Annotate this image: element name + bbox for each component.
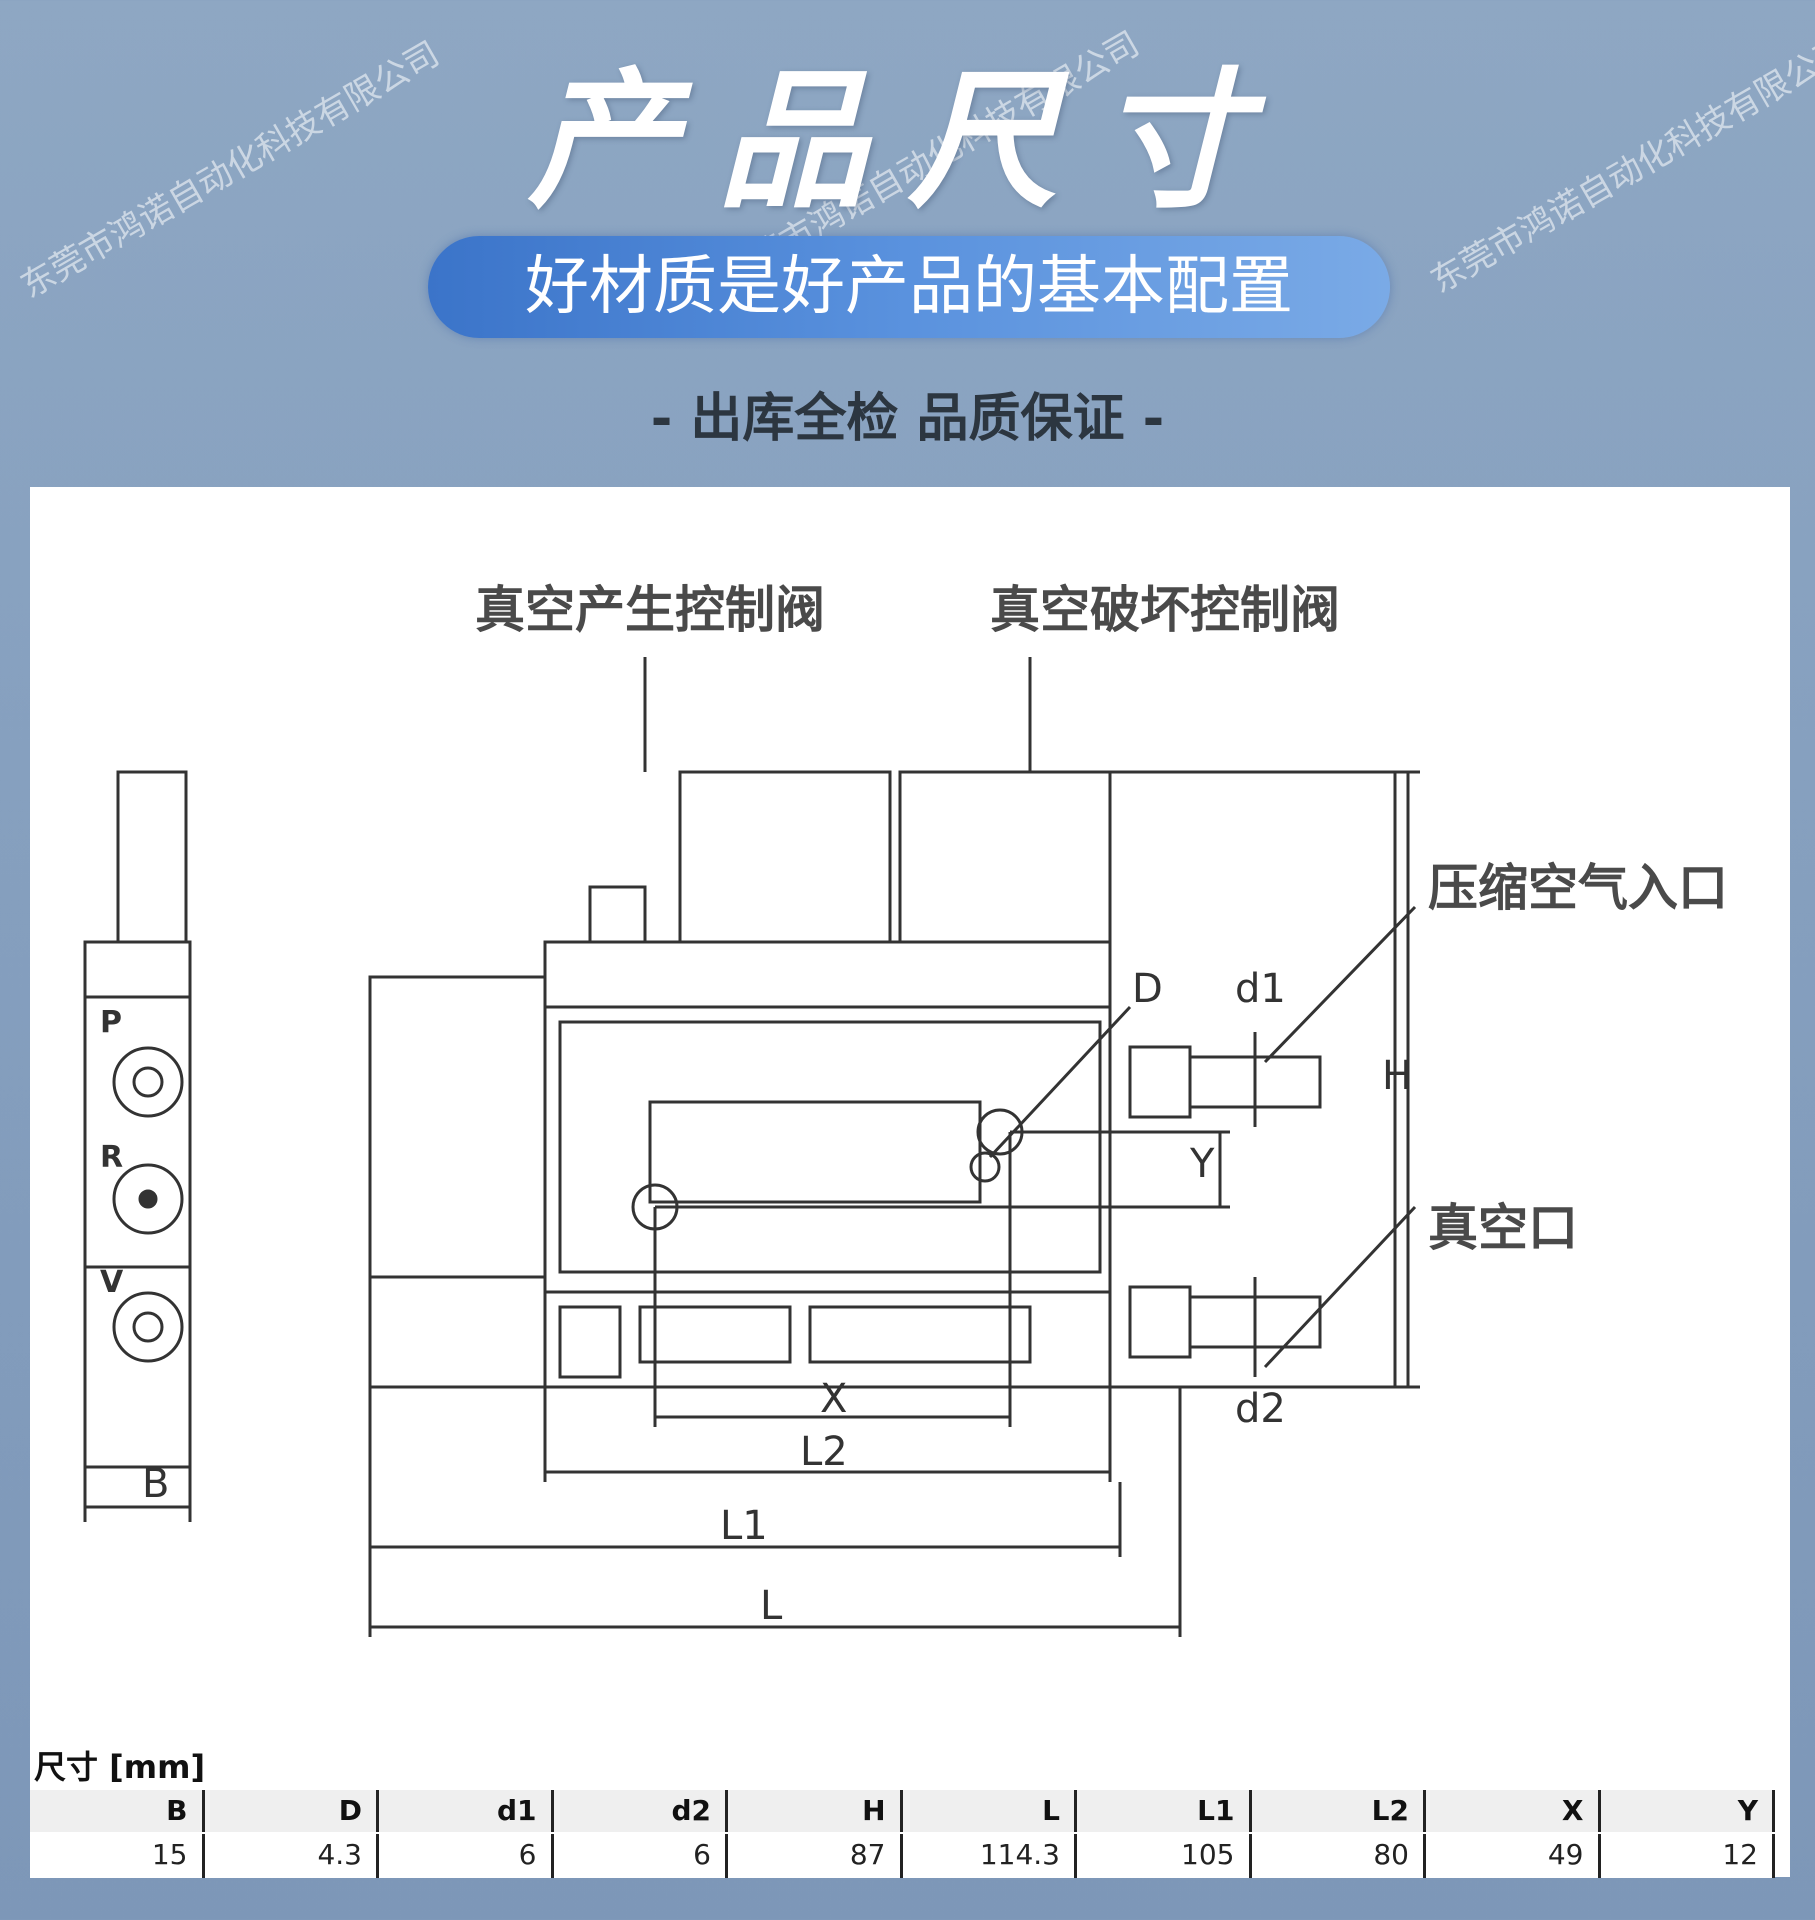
value-cell: 87 (728, 1834, 903, 1878)
dimension-drawing-panel: 真空产生控制阀 真空破坏控制阀 压缩空气入口 真空口 P R V B X L2 … (30, 487, 1790, 1877)
header-cell: L (903, 1790, 1077, 1832)
page-subtitle: - 出库全检 品质保证 - (650, 389, 1165, 449)
port-p-label: P (100, 1005, 122, 1040)
header-cell: d1 (379, 1790, 554, 1832)
port-r-circle (112, 1163, 184, 1235)
dim-label-y: Y (1189, 1141, 1215, 1187)
value-cell: 4.3 (205, 1834, 379, 1878)
value-cell: 105 (1077, 1834, 1252, 1878)
value-cell: 80 (1252, 1834, 1426, 1878)
slogan-banner: 好材质是好产品的基本配置 (428, 236, 1390, 338)
header-cell: D (205, 1790, 379, 1832)
header-cell: B (30, 1790, 205, 1832)
header-cell: H (728, 1790, 903, 1832)
value-cell: 6 (379, 1834, 554, 1878)
header-cell: Y (1601, 1790, 1775, 1832)
label-vacuum-port: 真空口 (1428, 1199, 1578, 1257)
dim-label-l2: L2 (800, 1429, 848, 1475)
table-row: 15 4.3 6 6 87 114.3 105 80 49 12 (30, 1834, 1775, 1878)
table-title: 尺寸 [mm] (34, 1748, 206, 1786)
dim-label-d2: d2 (1235, 1386, 1286, 1432)
port-v-circle (112, 1291, 184, 1363)
value-cell: 114.3 (903, 1834, 1077, 1878)
dim-label-b: B (142, 1461, 169, 1507)
dimension-drawing: 真空产生控制阀 真空破坏控制阀 压缩空气入口 真空口 P R V B X L2 … (83, 581, 1728, 1637)
label-vacuum-generate-valve: 真空产生控制阀 (475, 581, 825, 639)
header-cell: d2 (554, 1790, 728, 1832)
dim-label-d: D (1132, 966, 1163, 1012)
main-block (543, 940, 1112, 1294)
label-air-inlet: 压缩空气入口 (1428, 859, 1728, 917)
header-cell: L1 (1077, 1790, 1252, 1832)
header-cell: L2 (1252, 1790, 1426, 1832)
port-p-circle (112, 1046, 184, 1118)
vacuum-break-valve (898, 770, 1112, 944)
vacuum-generate-valve (678, 770, 892, 944)
port-v-label: V (100, 1265, 124, 1300)
value-cell: 6 (554, 1834, 728, 1878)
header-cell: X (1426, 1790, 1601, 1832)
dim-label-l1: L1 (720, 1503, 768, 1549)
value-cell: 15 (30, 1834, 205, 1878)
dim-label-x: X (820, 1376, 847, 1422)
dim-label-d1: d1 (1235, 966, 1286, 1012)
port-r-label: R (100, 1140, 123, 1175)
value-cell: 49 (1426, 1834, 1601, 1878)
left-block (368, 975, 547, 1279)
dim-label-l: L (760, 1583, 783, 1629)
label-vacuum-break-valve: 真空破坏控制阀 (990, 581, 1340, 639)
right-block (1108, 770, 1397, 1389)
side-view-top (116, 770, 188, 944)
page-title: 产品尺寸 (527, 53, 1288, 229)
dim-label-h: H (1382, 1053, 1412, 1099)
value-cell: 12 (1601, 1834, 1775, 1878)
table-header-row: B D d1 d2 H L L1 L2 X Y (30, 1790, 1775, 1832)
